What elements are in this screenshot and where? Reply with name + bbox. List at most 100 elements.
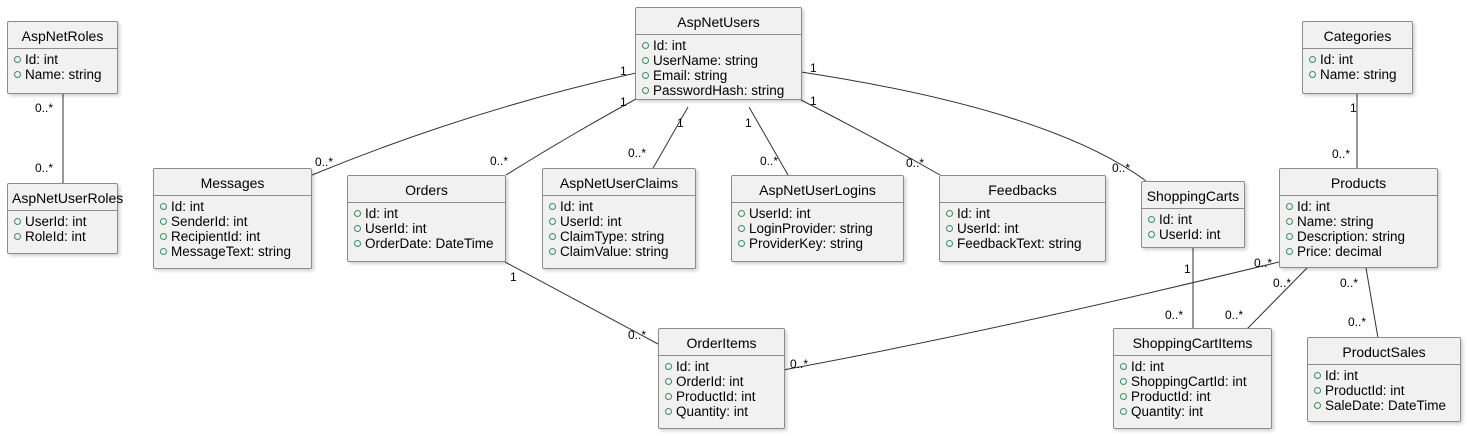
edge-products-sales (1365, 267, 1379, 339)
attribute: SaleDate: DateTime (1314, 398, 1454, 413)
public-visibility-icon (642, 57, 649, 64)
attribute: Id: int (946, 206, 1099, 221)
attribute: Email: string (642, 68, 795, 83)
class-title: Messages (154, 169, 311, 196)
class-title: ShoppingCartItems (1114, 329, 1271, 356)
public-visibility-icon (1309, 71, 1316, 78)
public-visibility-icon (549, 218, 556, 225)
public-visibility-icon (1286, 218, 1293, 225)
public-visibility-icon (354, 225, 361, 232)
class-title: ShoppingCarts (1142, 182, 1244, 209)
class-shoppingcarts: ShoppingCarts Id: int UserId: int (1141, 181, 1245, 248)
public-visibility-icon (738, 210, 745, 217)
multiplicity-label: 0..* (1254, 256, 1273, 270)
attribute: RecipientId: int (160, 229, 305, 244)
attribute: MessageText: string (160, 244, 305, 259)
attribute: ProductId: int (665, 389, 778, 404)
attribute: UserId: int (354, 221, 499, 236)
class-aspnetuserclaims: AspNetUserClaims Id: int UserId: int Cla… (542, 168, 696, 269)
attribute: Id: int (354, 206, 499, 221)
multiplicity-label: 1 (1184, 262, 1191, 276)
public-visibility-icon (549, 233, 556, 240)
public-visibility-icon (665, 408, 672, 415)
multiplicity-label: 0..* (1112, 161, 1131, 175)
class-title: AspNetRoles (8, 22, 117, 49)
class-title: AspNetUserClaims (543, 169, 695, 196)
public-visibility-icon (1120, 378, 1127, 385)
attribute: ProductId: int (1120, 389, 1265, 404)
public-visibility-icon (354, 210, 361, 217)
class-feedbacks: Feedbacks Id: int UserId: int FeedbackTe… (939, 175, 1106, 262)
attribute: RoleId: int (14, 229, 111, 244)
public-visibility-icon (1148, 216, 1155, 223)
public-visibility-icon (549, 248, 556, 255)
edge-users-feedbacks (800, 99, 941, 176)
class-products: Products Id: int Name: string Descriptio… (1279, 168, 1438, 268)
class-messages: Messages Id: int SenderId: int Recipient… (153, 168, 312, 269)
attribute: Description: string (1286, 229, 1431, 244)
attribute: UserId: int (14, 214, 111, 229)
public-visibility-icon (14, 218, 21, 225)
attribute: FeedbackText: string (946, 236, 1099, 251)
attribute: Id: int (665, 359, 778, 374)
multiplicity-label: 0..* (1332, 147, 1351, 161)
attribute: Quantity: int (1120, 404, 1265, 419)
public-visibility-icon (1286, 203, 1293, 210)
class-aspnetroles: AspNetRoles Id: int Name: string (7, 21, 118, 94)
public-visibility-icon (1314, 372, 1321, 379)
class-aspnetuserroles: AspNetUserRoles UserId: int RoleId: int (7, 183, 123, 254)
multiplicity-label: 1 (745, 116, 752, 130)
attribute: ProviderKey: string (738, 236, 897, 251)
multiplicity-label: 1 (810, 61, 817, 75)
public-visibility-icon (665, 363, 672, 370)
edge-orders-orderitems (504, 261, 659, 345)
attribute: UserId: int (738, 206, 897, 221)
attribute: Id: int (160, 199, 305, 214)
public-visibility-icon (642, 42, 649, 49)
attribute: Id: int (642, 38, 795, 53)
edge-users-shoppingcarts (800, 71, 1147, 182)
multiplicity-label: 0..* (1165, 308, 1184, 322)
public-visibility-icon (14, 56, 21, 63)
attribute: UserId: int (946, 221, 1099, 236)
attribute: PasswordHash: string (642, 83, 795, 98)
class-title: AspNetUserRoles (8, 184, 123, 211)
attribute: UserId: int (1148, 227, 1238, 242)
public-visibility-icon (1120, 393, 1127, 400)
multiplicity-label: 0..* (490, 154, 509, 168)
multiplicity-label: 1 (620, 95, 627, 109)
class-title: Products (1280, 169, 1437, 196)
class-orderitems: OrderItems Id: int OrderId: int ProductI… (658, 328, 785, 429)
attribute: ClaimValue: string (549, 244, 689, 259)
attribute: Name: string (1309, 67, 1406, 82)
edge-products-orderitems (782, 261, 1280, 371)
class-productsales: ProductSales Id: int ProductId: int Sale… (1307, 337, 1461, 422)
public-visibility-icon (946, 225, 953, 232)
public-visibility-icon (1286, 233, 1293, 240)
attribute: Price: decimal (1286, 244, 1431, 259)
attribute: SenderId: int (160, 214, 305, 229)
attribute: Id: int (1309, 52, 1406, 67)
attribute: Id: int (1314, 368, 1454, 383)
multiplicity-label: 0..* (906, 156, 925, 170)
class-categories: Categories Id: int Name: string (1302, 21, 1413, 94)
attribute: Id: int (14, 52, 111, 67)
attribute: Id: int (549, 199, 689, 214)
multiplicity-label: 1 (1350, 101, 1357, 115)
attribute: UserId: int (549, 214, 689, 229)
edge-users-claims (651, 106, 689, 171)
multiplicity-label: 0..* (1273, 276, 1292, 290)
public-visibility-icon (1314, 402, 1321, 409)
multiplicity-label: 0..* (628, 146, 647, 160)
public-visibility-icon (665, 393, 672, 400)
attribute: Name: string (1286, 214, 1431, 229)
public-visibility-icon (1120, 408, 1127, 415)
multiplicity-label: 0..* (35, 161, 54, 175)
class-title: Feedbacks (940, 176, 1105, 203)
public-visibility-icon (1286, 248, 1293, 255)
public-visibility-icon (160, 203, 167, 210)
attribute: LoginProvider: string (738, 221, 897, 236)
multiplicity-label: 1 (510, 270, 517, 284)
public-visibility-icon (738, 240, 745, 247)
attribute: Quantity: int (665, 404, 778, 419)
